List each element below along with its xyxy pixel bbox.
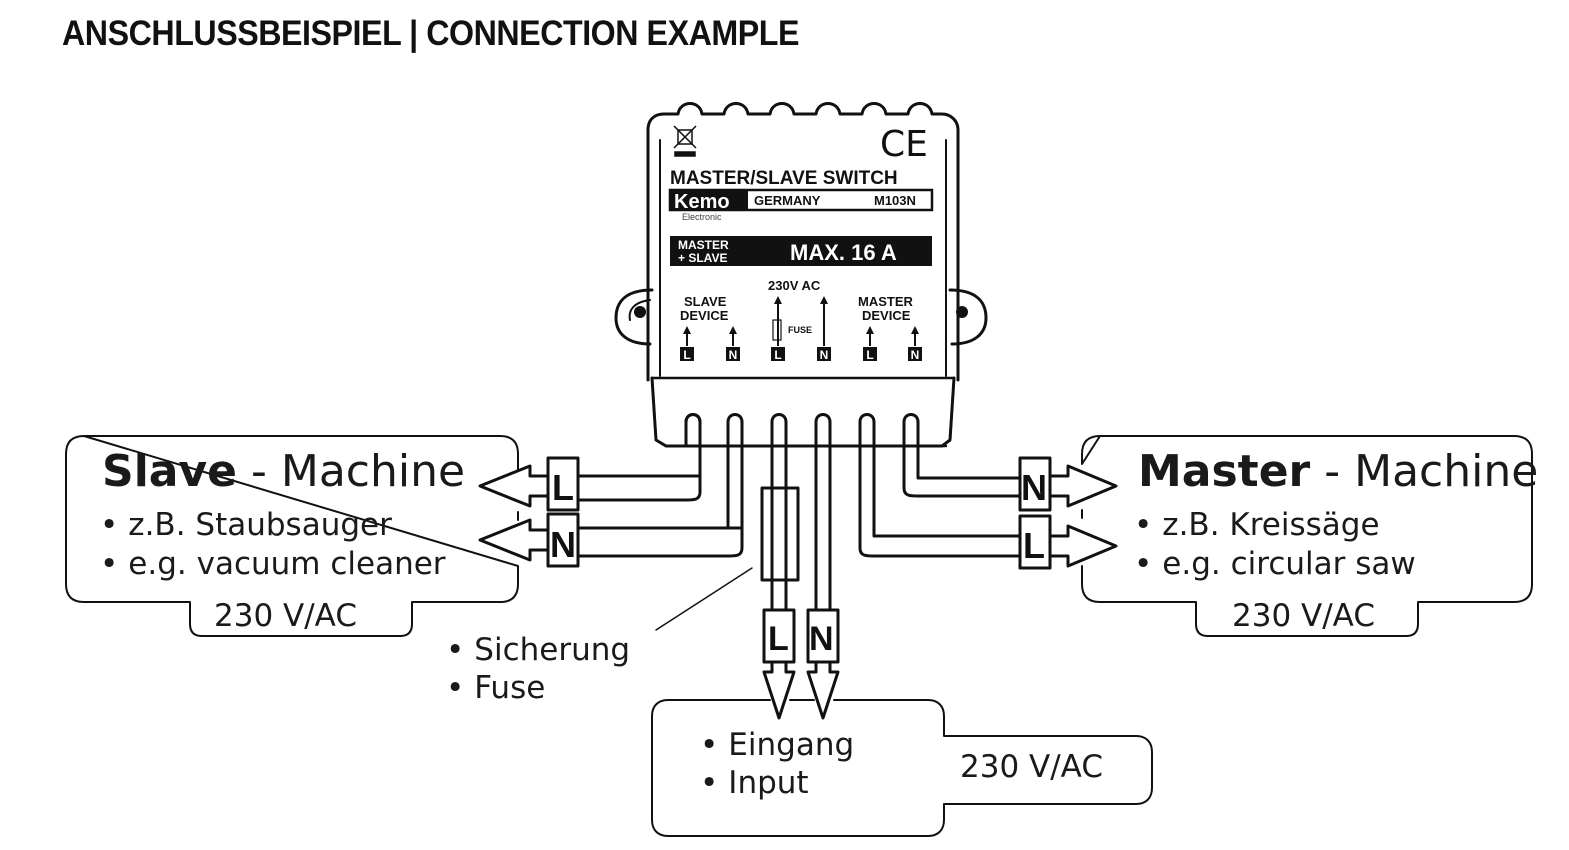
terminal-box	[817, 347, 831, 361]
terminal-label: L	[866, 348, 873, 362]
slave-voltage: 230 V/AC	[214, 598, 357, 634]
master-machine-box	[1081, 435, 1533, 637]
input-wire-n-label: N	[809, 620, 834, 658]
terminal-box	[680, 347, 694, 361]
terminal-label: N	[729, 348, 738, 362]
fuse-leader-line	[655, 567, 753, 631]
slave-machine-title: Slave - Machine	[102, 446, 465, 497]
master-voltage: 230 V/AC	[1232, 598, 1375, 634]
terminal-arrow-head-icon	[911, 326, 919, 334]
terminal-box	[726, 347, 740, 361]
supply-label: 230V AC	[768, 278, 821, 293]
fuse-note-1: •Sicherung	[446, 632, 630, 668]
terminal-box	[908, 347, 922, 361]
device-name: MASTER/SLAVE SWITCH	[670, 168, 898, 189]
rating-label-line2: + SLAVE	[678, 251, 727, 265]
terminal-label: L	[774, 348, 781, 362]
fuse-symbol	[760, 486, 800, 582]
master-arrows	[1018, 456, 1118, 570]
ce-mark: CE	[880, 124, 928, 165]
master-group-label-2: DEVICE	[862, 308, 911, 323]
input-bullet-1: •Eingang	[700, 727, 854, 763]
slave-wire-n-label: N	[550, 524, 576, 565]
master-machine-title: Master - Machine	[1138, 446, 1538, 497]
input-voltage: 230 V/AC	[960, 749, 1103, 785]
wire-input-n	[814, 413, 832, 612]
terminal-label: N	[820, 348, 829, 362]
terminal-arrow-head-icon	[683, 326, 691, 334]
housing-top-outline	[646, 102, 960, 382]
brand-strip: Kemo GERMANY M103N Electronic	[668, 188, 934, 222]
slave-arrows	[478, 456, 580, 568]
model-number: M103N	[874, 193, 916, 208]
terminal-arrow-head-icon	[729, 326, 737, 334]
wire-master-l	[858, 413, 1022, 558]
input-bullet-2: •Input	[700, 765, 809, 801]
wire-master-n	[902, 413, 1022, 498]
input-box	[651, 699, 1153, 837]
mounting-ear-right	[948, 288, 988, 346]
input-arrows	[762, 608, 840, 720]
brand-logo: Kemo	[674, 191, 730, 213]
mounting-ear-left	[614, 288, 654, 346]
terminal-label: N	[911, 348, 920, 362]
master-wire-n-label: N	[1021, 467, 1047, 508]
input-wire-l-label: L	[768, 620, 789, 658]
switch-housing	[614, 102, 988, 448]
terminal-arrow-head-icon	[774, 296, 782, 304]
rating-banner: MASTER + SLAVE MAX. 16 A	[670, 236, 932, 266]
master-bullet-2: •e.g. circular saw	[1134, 546, 1416, 582]
brand-subtitle: Electronic	[682, 212, 722, 222]
slave-machine-box	[65, 435, 519, 637]
housing-bottom-outline	[650, 376, 956, 448]
slave-wire-l-label: L	[552, 467, 574, 508]
fuse-note-2: •Fuse	[446, 670, 545, 706]
terminal-arrow-head-icon	[866, 326, 874, 334]
slave-group-label-2: DEVICE	[680, 308, 729, 323]
slave-group-label-1: SLAVE	[684, 294, 727, 309]
fuse-mini-label: FUSE	[788, 325, 812, 335]
slave-bullet-2: •e.g. vacuum cleaner	[100, 546, 446, 582]
slave-bullet-1: •z.B. Staubsauger	[100, 507, 392, 543]
weee-icon	[673, 125, 697, 157]
terminal-box	[863, 347, 877, 361]
rating-value: MAX. 16 A	[790, 240, 897, 265]
wire-slave-l	[560, 413, 702, 502]
master-group-label-1: MASTER	[858, 294, 914, 309]
terminal-arrow-head-icon	[820, 296, 828, 304]
terminal-box	[771, 347, 785, 361]
rating-label-line1: MASTER	[678, 238, 729, 252]
wire-slave-n	[574, 413, 744, 558]
terminal-label: L	[683, 348, 690, 362]
diagram-title: ANSCHLUSSBEISPIEL | CONNECTION EXAMPLE	[62, 14, 799, 53]
master-bullet-1: •z.B. Kreissäge	[1134, 507, 1380, 543]
master-wire-l-label: L	[1023, 525, 1045, 566]
brand-country: GERMANY	[754, 193, 821, 208]
